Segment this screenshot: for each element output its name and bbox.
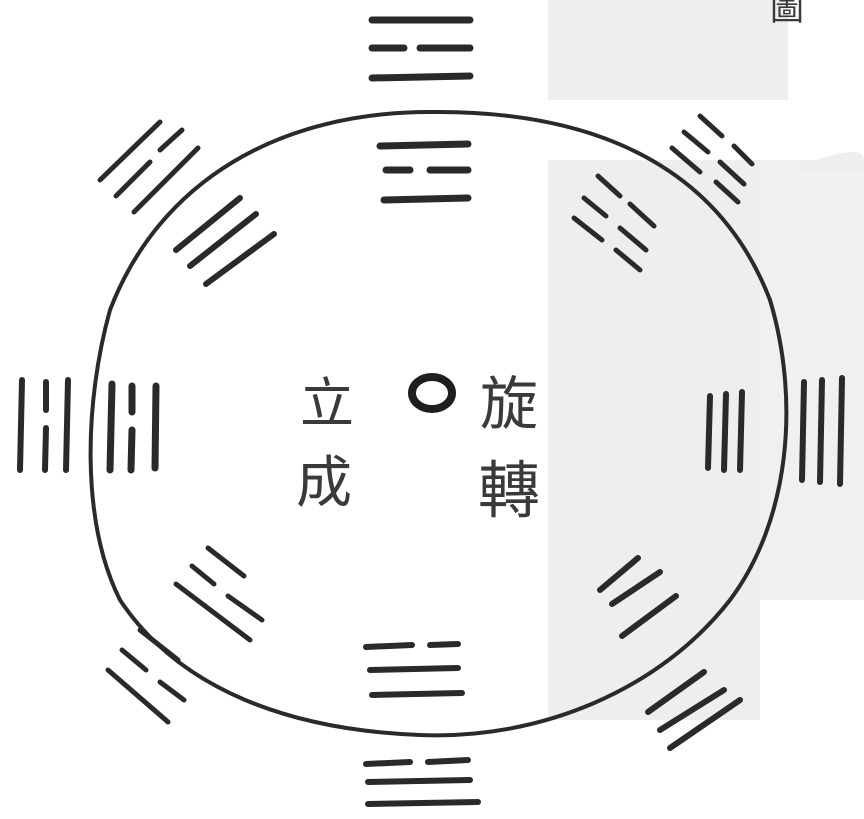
center-left-bottom-char: 成	[296, 451, 352, 516]
trigram-outer-bottom	[366, 760, 478, 804]
center-right-bottom-char: 轉	[478, 454, 540, 527]
watermark-u	[548, 0, 864, 720]
trigram-outer-lower-left	[108, 630, 184, 722]
corner-character: 圖	[770, 0, 804, 29]
trigram-outer-top	[372, 20, 470, 78]
center-left-top-char: 立	[300, 372, 354, 435]
trigram-outer-left	[20, 380, 68, 470]
center-right-top-char: 旋	[480, 370, 538, 438]
trigram-inner-lower-left	[176, 548, 262, 640]
trigram-inner-left	[110, 384, 156, 470]
center-mark	[412, 377, 452, 409]
trigram-inner-upper-left	[176, 198, 274, 284]
trigram-inner-top	[380, 144, 468, 200]
trigram-inner-bottom	[366, 644, 462, 695]
